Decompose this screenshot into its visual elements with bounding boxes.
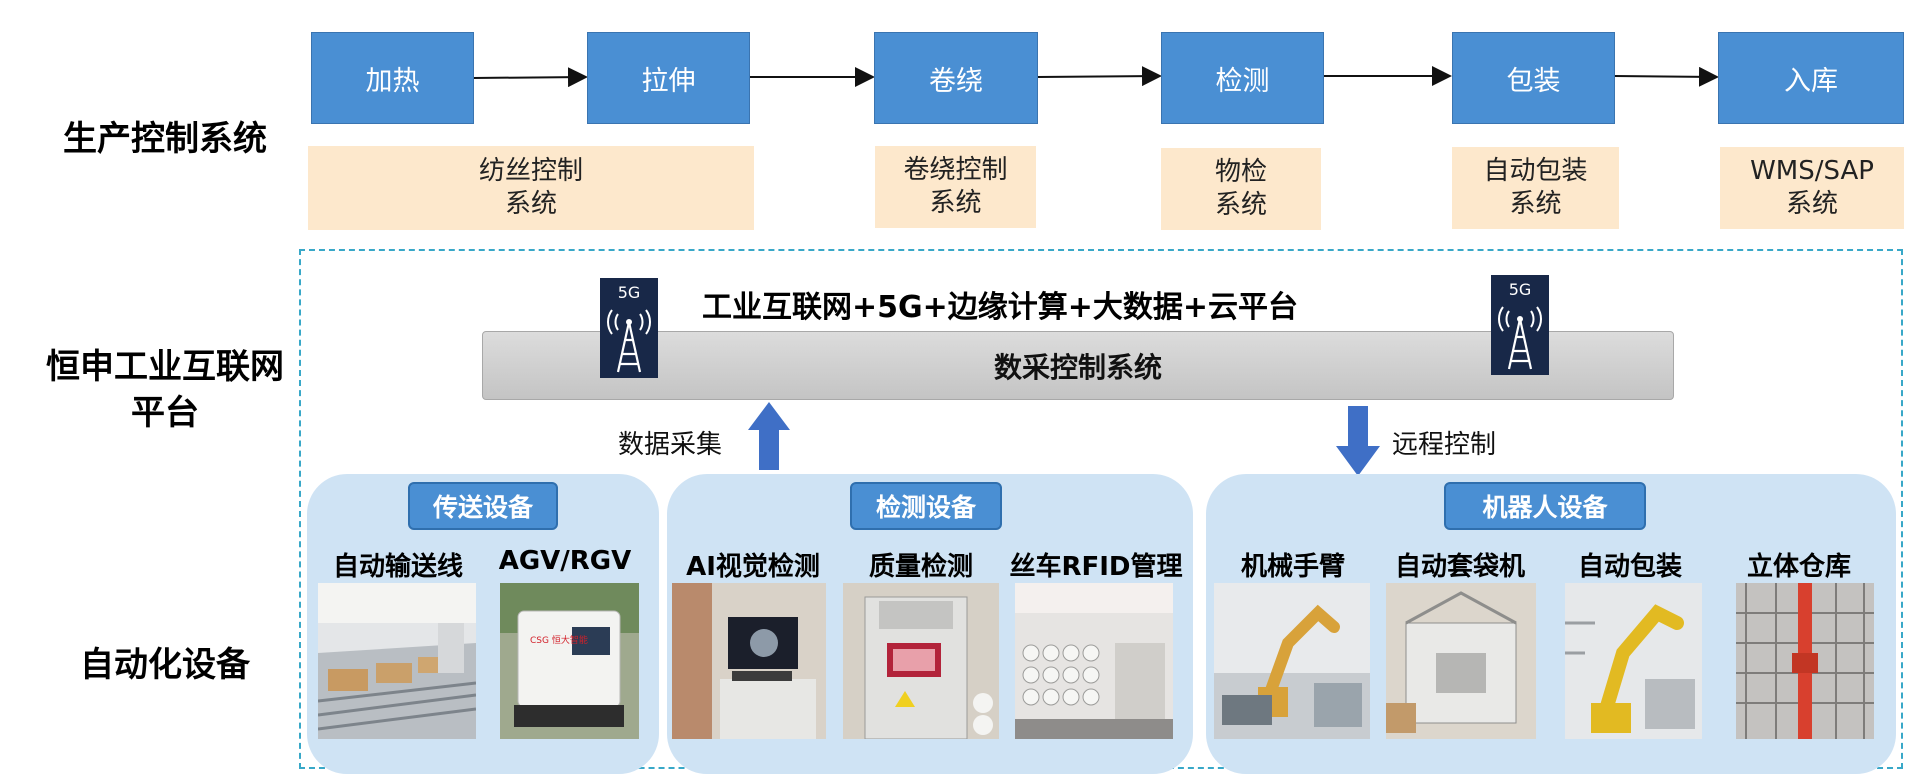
photo-agv: CSG 恒大智能	[500, 583, 639, 739]
device-label-agv: AGV/RGV	[498, 546, 632, 576]
remote-control-label: 远程控制	[1392, 430, 1497, 460]
system-label-line2: 系统	[1785, 189, 1838, 219]
device-label-robot-arm: 机械手臂	[1240, 552, 1345, 582]
platform-headline: 工业互联网+5G+边缘计算+大数据+云平台	[701, 290, 1299, 325]
category-transfer-equipment: 传送设备	[408, 482, 558, 530]
device-label-auto-pack: 自动包装	[1577, 552, 1682, 582]
photo-ai-vision	[672, 583, 826, 739]
data-collect-up-arrow	[748, 402, 790, 470]
agv-brand-text: CSG 恒大智能	[530, 634, 588, 646]
process-flow-arrows	[472, 66, 1719, 88]
5g-tower-icon-left: 5G	[600, 278, 658, 378]
device-label-ai-vision: AI视觉检测	[686, 552, 820, 582]
5g-tower-label: 5G	[618, 283, 641, 302]
photo-quality-inspection	[843, 583, 999, 739]
remote-control-down-arrow	[1336, 406, 1380, 476]
row-label-platform: 恒申工业互联网 平台	[20, 344, 310, 436]
system-wms-sap: WMS/SAP 系统	[1720, 147, 1904, 229]
system-spinning-control: 纺丝控制 系统	[308, 146, 754, 230]
data-acquisition-control-system: 数采控制系统	[482, 331, 1674, 400]
system-label-line1: WMS/SAP	[1750, 156, 1874, 186]
device-label-warehouse: 立体仓库	[1746, 552, 1851, 582]
5g-tower-label: 5G	[1509, 280, 1532, 299]
photo-bagging-machine	[1386, 583, 1536, 739]
5g-tower-icon-right: 5G	[1491, 275, 1549, 375]
flow-arrow-3	[1036, 66, 1162, 87]
system-winding-control: 卷绕控制 系统	[875, 146, 1036, 228]
system-label-line2: 系统	[929, 188, 982, 218]
process-step-inspection: 检测	[1161, 32, 1324, 124]
row-label-platform-line2: 平台	[131, 393, 199, 433]
photo-robot-arm	[1214, 583, 1370, 739]
system-physical-inspection: 物检 系统	[1161, 148, 1321, 230]
row-label-production: 生产控制系统	[63, 119, 267, 159]
system-auto-packaging: 自动包装 系统	[1452, 147, 1619, 229]
system-label-line2: 系统	[1214, 190, 1267, 220]
data-collect-label: 数据采集	[618, 430, 723, 460]
category-robot-equipment: 机器人设备	[1444, 482, 1646, 530]
system-label-line1: 卷绕控制	[903, 155, 1008, 185]
process-step-warehousing: 入库	[1718, 32, 1904, 124]
system-label-line2: 系统	[504, 189, 557, 219]
process-step-heating: 加热	[311, 32, 474, 124]
row-label-automation: 自动化设备	[80, 645, 250, 685]
device-label-conveyor: 自动输送线	[332, 552, 463, 582]
system-label-line1: 物检	[1214, 157, 1267, 187]
device-label-bagging: 自动套袋机	[1394, 552, 1525, 582]
system-label-line1: 自动包装	[1483, 156, 1588, 186]
flow-arrow-1	[472, 67, 588, 88]
category-inspection-equipment: 检测设备	[850, 482, 1002, 530]
process-step-stretching: 拉伸	[587, 32, 750, 124]
device-label-rfid: 丝车RFID管理	[1009, 552, 1183, 582]
process-step-winding: 卷绕	[874, 32, 1038, 124]
system-label-line2: 系统	[1509, 189, 1562, 219]
photo-conveyor-line	[318, 583, 476, 739]
photo-stereo-warehouse	[1736, 583, 1874, 739]
system-label-line1: 纺丝控制	[478, 156, 583, 186]
process-step-packaging: 包装	[1452, 32, 1615, 124]
photo-auto-packaging	[1565, 583, 1702, 739]
flow-arrow-5	[1613, 66, 1719, 87]
row-label-platform-line1: 恒申工业互联网	[46, 347, 284, 387]
device-label-quality: 质量检测	[868, 552, 973, 582]
photo-rfid-cart	[1015, 583, 1173, 739]
